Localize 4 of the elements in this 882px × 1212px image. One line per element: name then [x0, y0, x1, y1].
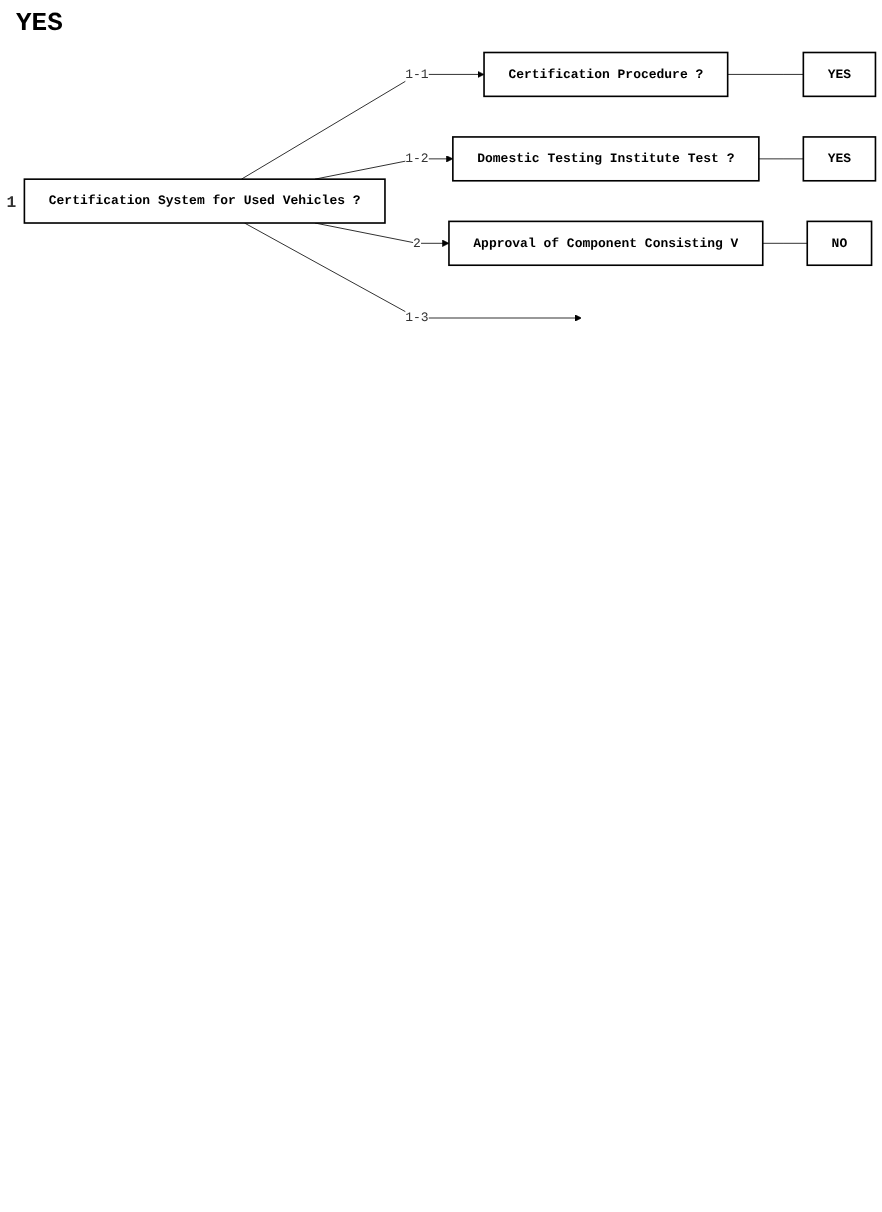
connector [758, 158, 804, 160]
branch-label: YES [16, 8, 63, 38]
connector [727, 74, 804, 75]
connector [762, 242, 808, 244]
